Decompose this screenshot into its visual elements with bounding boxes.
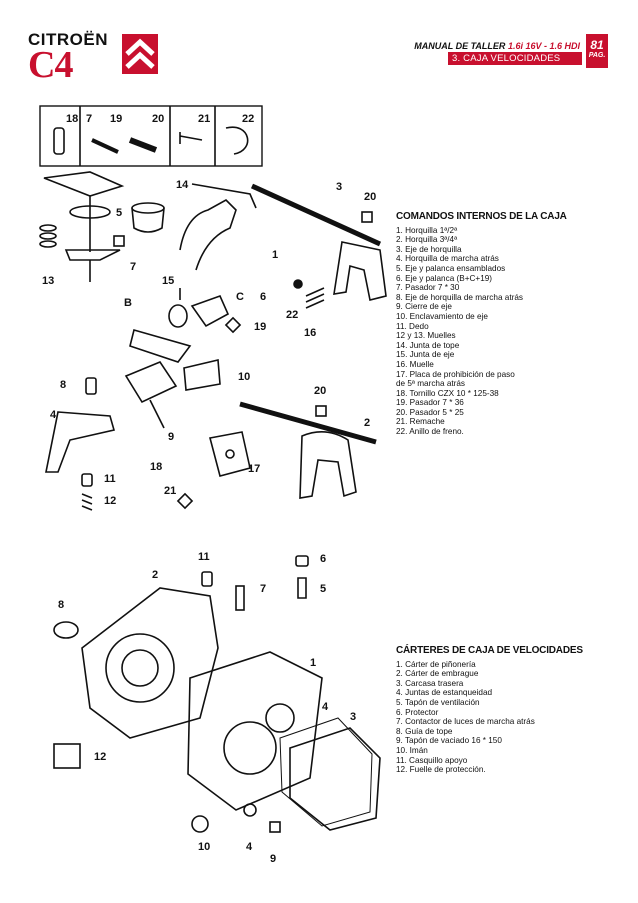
section-title: 3. CAJA VELOCIDADES MA5N: [448, 52, 582, 77]
label-22a: 22: [242, 113, 254, 125]
legend-item: 19. Pasador 7 * 36: [396, 398, 464, 408]
label-3: 3: [350, 711, 356, 723]
legend-item: 1. Cárter de piñonería: [396, 659, 476, 669]
label-b: B: [124, 297, 132, 309]
label-7: 7: [260, 583, 266, 595]
legend-item: 22. Anillo de freno.: [396, 427, 464, 437]
legend-item: 4. Juntas de estanqueidad: [396, 688, 493, 698]
page-badge: 81 PAG.: [586, 34, 608, 68]
legend-item: 11. Dedo: [396, 321, 429, 331]
legend-item: 6. Protector: [396, 707, 439, 717]
label-10: 10: [198, 841, 210, 853]
label-20b: 20: [364, 191, 376, 203]
legend-item: 8. Eje de horquilla de marcha atrás: [396, 292, 523, 302]
label-4b: 4: [246, 841, 253, 853]
label-7b: 7: [130, 261, 136, 273]
label-4a: 4: [322, 701, 329, 713]
legend-item: 10. Enclavamiento de eje: [396, 311, 488, 321]
casings-legend: CÁRTERES DE CAJA DE VELOCIDADES 1. Cárte…: [396, 646, 606, 775]
model-name: C4: [28, 44, 73, 86]
label-21b: 21: [164, 485, 176, 497]
label-10: 10: [238, 371, 250, 383]
legend-item: 15. Junta de eje: [396, 350, 455, 360]
internal-controls-diagram: 18 7 19 20 21 22 14 3 20 5 7 13 1 15 C 6…: [39, 105, 387, 511]
label-5: 5: [320, 583, 326, 595]
label-1: 1: [310, 657, 316, 669]
legend-item: 7. Contactor de luces de marcha atrás: [396, 717, 535, 727]
legend-item: 4. Horquilla de marcha atrás: [396, 254, 499, 264]
legend-item: 9. Cierre de eje: [396, 302, 452, 312]
chevron-logo-icon: [122, 34, 158, 74]
label-6: 6: [320, 553, 326, 565]
legend-item: 5. Tapón de ventilación: [396, 697, 480, 707]
legend-item: 2. Horquilla 3ª/4ª: [396, 235, 458, 245]
legend-item: de 5ª marcha atrás: [396, 379, 466, 389]
manual-engine: 1.6i 16V - 1.6 HDI: [507, 41, 580, 51]
label-2: 2: [364, 417, 370, 429]
label-12: 12: [104, 495, 116, 507]
legend-item: 1. Horquilla 1ª/2ª: [396, 225, 458, 235]
legend-item: 9. Tapón de vaciado 16 * 150: [396, 736, 502, 746]
brand-name: CITROËN: [28, 30, 108, 49]
label-11: 11: [104, 473, 116, 485]
legend-item: 6. Eje y palanca (B+C+19): [396, 273, 493, 283]
legend-item: 20. Pasador 5 * 25: [396, 407, 464, 417]
legend-item: 8. Guía de tope: [396, 726, 453, 736]
label-2: 2: [152, 569, 158, 581]
label-4: 4: [50, 409, 57, 421]
label-20a: 20: [152, 113, 164, 125]
legend-item: 3. Carcasa trasera: [396, 678, 464, 688]
page-number: 81: [590, 38, 604, 52]
legend-item: 14. Junta de tope: [396, 340, 460, 350]
legend-casings-title: CÁRTERES DE CAJA DE VELOCIDADES: [396, 645, 583, 656]
citroen-logo: CITROËN C4: [28, 30, 160, 86]
manual-title: MANUAL DE TALLER 1.6i 16V - 1.6 HDI: [414, 41, 580, 51]
label-19b: 19: [254, 321, 266, 333]
label-17: 17: [248, 463, 260, 475]
label-22b: 22: [286, 309, 298, 321]
label-6: 6: [260, 291, 266, 303]
legend-item: 12. Fuelle de protección.: [396, 765, 486, 775]
label-1: 1: [272, 249, 278, 261]
label-12: 12: [94, 751, 106, 763]
label-11: 11: [198, 551, 210, 563]
legend-item: 3. Eje de horquilla: [396, 244, 462, 254]
label-3: 3: [336, 181, 342, 193]
label-19a: 19: [110, 113, 122, 125]
label-9: 9: [168, 431, 174, 443]
legend-item: 21. Remache: [396, 417, 445, 427]
internal-controls-legend: COMANDOS INTERNOS DE LA CAJA 1. Horquill…: [396, 212, 596, 437]
label-18b: 18: [150, 461, 162, 473]
label-5: 5: [116, 207, 122, 219]
label-9: 9: [270, 853, 276, 865]
gearbox-casings-diagram: 11 6 2 7 5 8 1 4 3 12 10 4 9: [53, 551, 381, 865]
legend-item: 5. Eje y palanca ensamblados: [396, 263, 506, 273]
label-7a: 7: [86, 113, 92, 125]
label-14: 14: [176, 179, 189, 191]
label-8: 8: [60, 379, 66, 391]
legend-item: 17. Placa de prohibición de paso: [396, 369, 515, 379]
label-15: 15: [162, 275, 174, 287]
legend-item: 10. Imán: [396, 745, 428, 755]
legend-item: 18. Tornillo CZX 10 * 125-38: [396, 388, 499, 398]
label-16: 16: [304, 327, 316, 339]
page-label: PAG.: [588, 52, 606, 59]
legend-item: 7. Pasador 7 * 30: [396, 283, 460, 293]
legend-item: 16. Muelle: [396, 359, 434, 369]
label-18: 18: [66, 113, 78, 125]
label-8: 8: [58, 599, 64, 611]
manual-prefix: MANUAL DE TALLER: [414, 41, 506, 51]
label-20c: 20: [314, 385, 326, 397]
legend-commands-title: COMANDOS INTERNOS DE LA CAJA: [396, 211, 567, 222]
legend-item: 12 y 13. Muelles: [396, 331, 456, 341]
legend-item: 2. Cárter de embrague: [396, 669, 479, 679]
legend-item: 11. Casquillo apoyo: [396, 755, 468, 765]
label-c: C: [236, 291, 244, 303]
label-21a: 21: [198, 113, 210, 125]
label-13: 13: [42, 275, 54, 287]
